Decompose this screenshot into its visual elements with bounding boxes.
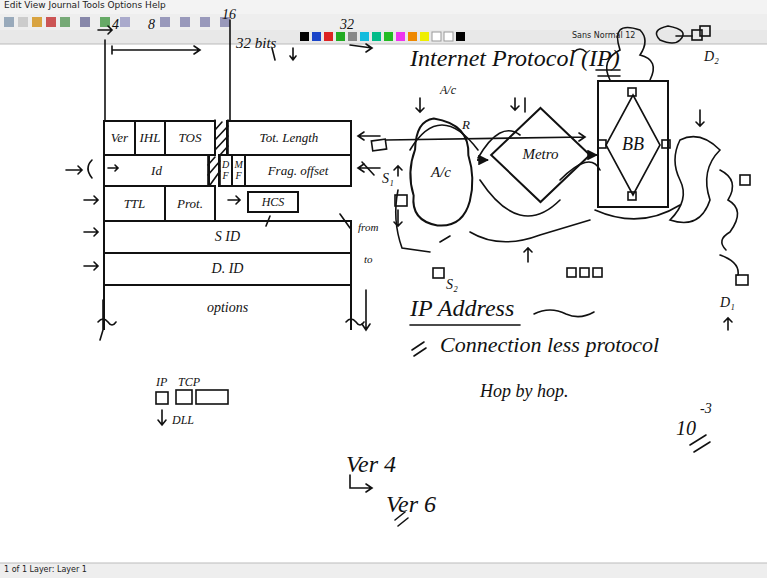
handwritten-note: 4 bbox=[112, 18, 119, 32]
handwritten-note: 32 bits bbox=[236, 36, 276, 51]
field-name: D F bbox=[222, 160, 230, 181]
slide-title: Internet Protocol (IP) bbox=[410, 46, 620, 70]
field-name: TOS bbox=[179, 131, 202, 145]
field-name: S ID bbox=[215, 230, 240, 245]
field-name: IHL bbox=[140, 131, 161, 145]
backbone-box: BB bbox=[597, 80, 669, 208]
field-name: BB bbox=[622, 135, 644, 154]
access-network: A/c bbox=[405, 115, 477, 230]
field-name: TTL bbox=[124, 197, 146, 211]
field-name: Tot. Length bbox=[260, 131, 319, 145]
field-name: A/c bbox=[431, 165, 451, 181]
handwritten-note: 10 bbox=[676, 418, 696, 438]
field-cell: Ver bbox=[103, 120, 136, 156]
field-name: Frag. offset bbox=[268, 164, 329, 178]
handwritten-note: to bbox=[364, 254, 373, 265]
toolbar-text: Sans Normal 12 bbox=[572, 32, 635, 40]
field-cell: TOS bbox=[164, 120, 216, 156]
options-row: options bbox=[103, 284, 352, 330]
toolbar-text: 1 of 1 Layer: Layer 1 bbox=[4, 566, 87, 574]
field-cell: Prot. bbox=[164, 185, 216, 222]
field-cell: TTL bbox=[103, 185, 166, 222]
checksum-box: HCS bbox=[247, 191, 299, 213]
metro-network: Metro bbox=[488, 105, 593, 205]
handwritten-note: Ver 6 bbox=[386, 492, 436, 516]
network-link bbox=[477, 159, 488, 161]
field-name: options bbox=[207, 301, 248, 316]
field-name: Id bbox=[151, 164, 162, 178]
field-cell: Frag. offset bbox=[244, 154, 352, 187]
field-name: Prot. bbox=[177, 197, 203, 211]
handwritten-note: Connection less protocol bbox=[440, 334, 659, 356]
handwritten-note: Ver 4 bbox=[346, 452, 396, 476]
handwritten-note: DLL bbox=[172, 414, 194, 426]
handwritten-note: -3 bbox=[700, 402, 712, 416]
address-row: D. ID bbox=[103, 252, 352, 286]
handwritten-note: Hop by hop. bbox=[480, 382, 569, 400]
address-row: S ID bbox=[103, 220, 352, 254]
handwritten-note: from bbox=[358, 222, 378, 233]
field-cell: Id bbox=[103, 154, 210, 187]
field-name: Ver bbox=[111, 131, 128, 145]
handwritten-note: 16 bbox=[222, 8, 236, 22]
handwritten-note: S₁ bbox=[382, 172, 394, 186]
handwritten-note: TCP bbox=[178, 376, 200, 388]
field-cell: IHL bbox=[134, 120, 166, 156]
toolbar-text: Edit View Journal Tools Options Help bbox=[4, 1, 166, 10]
handwritten-note: 32 bbox=[340, 18, 354, 32]
handwritten-note: D₂ bbox=[704, 50, 719, 64]
field-name: D. ID bbox=[212, 262, 244, 277]
handwritten-note: A/c bbox=[440, 84, 456, 96]
handwritten-note: D₁ bbox=[720, 296, 735, 310]
field-name: Metro bbox=[522, 147, 558, 163]
field-name: HCS bbox=[262, 196, 285, 209]
handwritten-note: R bbox=[462, 118, 470, 131]
handwritten-note: 8 bbox=[148, 18, 155, 32]
handwritten-note: S₂ bbox=[446, 278, 458, 292]
field-cell: Tot. Length bbox=[226, 120, 352, 156]
handwritten-note: IP bbox=[156, 376, 167, 388]
field-name: M F bbox=[235, 160, 243, 181]
handwritten-note: IP Address bbox=[410, 296, 514, 320]
